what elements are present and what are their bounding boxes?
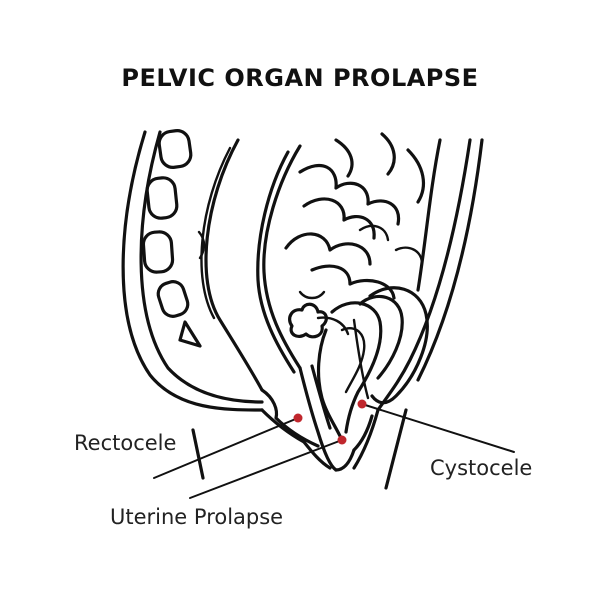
pelvic-wall-left <box>256 144 302 374</box>
prolapse-markers <box>293 399 367 445</box>
uterine-prolapse-marker <box>337 435 347 445</box>
intestines <box>284 132 442 300</box>
vagina <box>298 364 356 472</box>
leader-lines <box>153 403 515 499</box>
cystocele-marker <box>357 399 367 409</box>
perineum <box>302 414 374 470</box>
uterine-prolapse-label: Uterine Prolapse <box>110 505 284 529</box>
rectocele-label: Rectocele <box>74 431 177 455</box>
cystocele-label: Cystocele <box>430 456 533 480</box>
rectocele-leader <box>153 417 299 479</box>
sacrum-outline <box>121 130 264 412</box>
ovary <box>288 302 350 339</box>
pelvic-wall-right <box>352 138 484 490</box>
uterine-prolapse-leader <box>189 439 343 499</box>
vertebrae <box>141 129 202 348</box>
cystocele-leader <box>361 403 515 453</box>
rectocele-marker <box>293 413 303 423</box>
diagram-title: PELVIC ORGAN PROLAPSE <box>121 64 479 92</box>
